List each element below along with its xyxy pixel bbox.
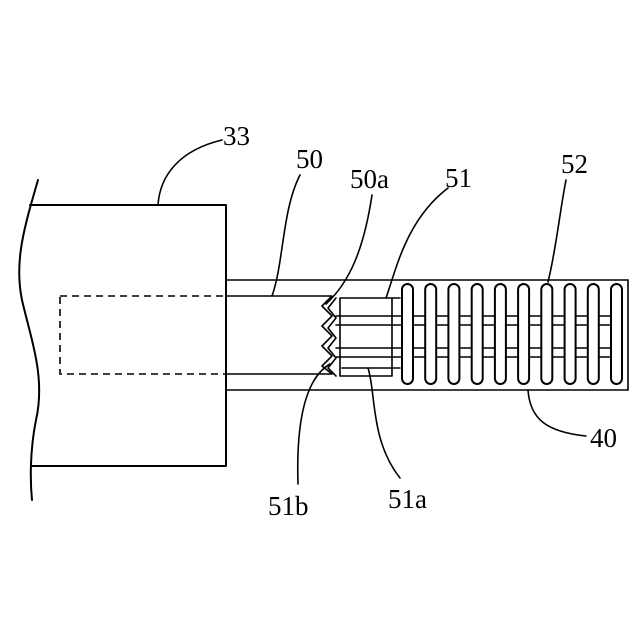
spring-coil [541, 284, 552, 384]
label-51a: 51a [388, 484, 427, 514]
leader-50a [326, 195, 372, 304]
spring-coil [518, 284, 529, 384]
spring-coil [588, 284, 599, 384]
spring-coil [495, 284, 506, 384]
label-50: 50 [296, 144, 323, 174]
leader-50 [272, 175, 300, 296]
pin-50 [226, 296, 332, 374]
spring-coil [402, 284, 413, 384]
housing-break-line [19, 180, 39, 500]
sleeve-head [340, 298, 392, 376]
spring-coil [472, 284, 483, 384]
leader-51 [386, 188, 448, 298]
reference-numerals: 33 50 50a 51 52 51b 51a 40 [223, 121, 617, 521]
leader-51a [368, 368, 400, 478]
label-33: 33 [223, 121, 250, 151]
leader-52 [548, 180, 566, 282]
label-51b: 51b [268, 491, 309, 521]
leader-33 [158, 140, 222, 205]
label-52: 52 [561, 149, 588, 179]
spring-coil [611, 284, 622, 384]
spring-52 [402, 284, 622, 384]
label-50a: 50a [350, 164, 389, 194]
housing-33 [19, 180, 226, 500]
label-40: 40 [590, 423, 617, 453]
spring-coil [448, 284, 459, 384]
pin-body [226, 296, 332, 374]
label-51: 51 [445, 163, 472, 193]
leader-40 [528, 390, 586, 436]
spring-coil [425, 284, 436, 384]
spring-coil [565, 284, 576, 384]
hidden-pin-outline [60, 296, 226, 374]
leader-51b [298, 364, 330, 484]
